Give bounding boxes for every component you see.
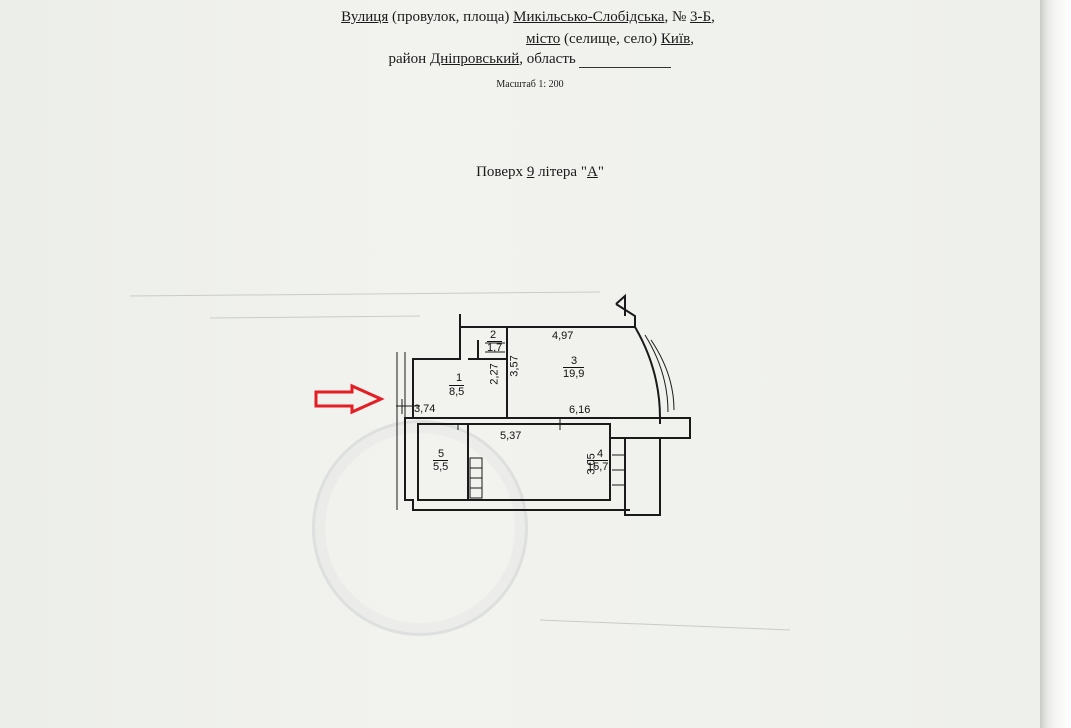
dim-room4-right: 3,05	[585, 453, 598, 475]
room4-number: 4	[597, 448, 604, 460]
floor-prefix: Поверх	[476, 164, 524, 180]
room4-area: 15,7	[587, 460, 609, 473]
letter-suffix: "	[597, 164, 604, 180]
district-name: Дніпровський	[429, 51, 520, 67]
letter-prefix: літера "	[538, 164, 587, 180]
floor-number: 9	[526, 164, 535, 180]
inner-wall-room2	[468, 340, 507, 360]
building-number: 3-Б	[690, 9, 712, 25]
floor-line: Поверх 9 літера "А"	[0, 164, 1060, 181]
dim-tick-room2	[485, 342, 505, 353]
utility-shaft	[469, 457, 483, 499]
dim-room4-top: 5,37	[500, 430, 522, 442]
district-label: район	[388, 51, 427, 67]
street-hint: (провулок, площа)	[391, 9, 510, 25]
bay-window-glass	[644, 334, 675, 413]
room2-number: 2	[490, 329, 497, 341]
number-prefix: , №	[664, 9, 687, 25]
bay-window	[634, 326, 691, 439]
scan-artifacts	[129, 291, 791, 631]
room1-area: 8,5	[449, 385, 465, 398]
region-blank	[579, 54, 672, 68]
city-line: місто (селище, село) Київ,	[0, 31, 1071, 48]
street-label: Вулиця	[341, 9, 389, 25]
room5-area: 5,5	[433, 460, 449, 473]
dim-entry-width: 3,74	[414, 403, 436, 415]
dim-room3-bottom: 6,16	[569, 404, 591, 416]
city-suffix: ,	[690, 31, 694, 47]
street-line: Вулиця (провулок, площа) Микільсько-Слоб…	[0, 9, 1048, 26]
room1-number: 1	[456, 372, 463, 384]
room2-area: 1,7	[487, 341, 503, 354]
city-label: місто	[526, 31, 561, 47]
wall-room4	[417, 423, 611, 501]
number-suffix: ,	[711, 9, 715, 25]
right-structure	[615, 293, 626, 316]
balcony-wall	[610, 437, 661, 516]
left-strip	[396, 352, 406, 510]
page-edge	[1040, 0, 1071, 728]
outer-wall	[404, 303, 636, 511]
balcony-window	[612, 454, 625, 486]
dim-tick-entry	[396, 399, 420, 414]
city-name: Київ	[660, 31, 691, 47]
street-name: Микільсько-Слобідська	[513, 9, 665, 25]
room3-area: 19,9	[563, 367, 585, 380]
room5-number: 5	[438, 448, 445, 460]
scale-text: Масштаб 1: 200	[496, 79, 564, 90]
dim-room3-top: 4,97	[552, 330, 574, 342]
red-arrow	[314, 383, 385, 415]
dim-room3-left: 3,57	[508, 355, 521, 377]
district-line: район Дніпровський, область	[0, 51, 1050, 68]
region-text: , область	[519, 51, 576, 67]
dim-tick-room4	[457, 418, 561, 430]
faded-stamp	[312, 420, 528, 636]
city-hint: (селище, село)	[563, 31, 658, 47]
dim-room2-side: 2,27	[488, 363, 501, 385]
document-page	[0, 0, 1040, 728]
floor-letter: А	[586, 164, 598, 180]
room3-number: 3	[571, 355, 578, 367]
